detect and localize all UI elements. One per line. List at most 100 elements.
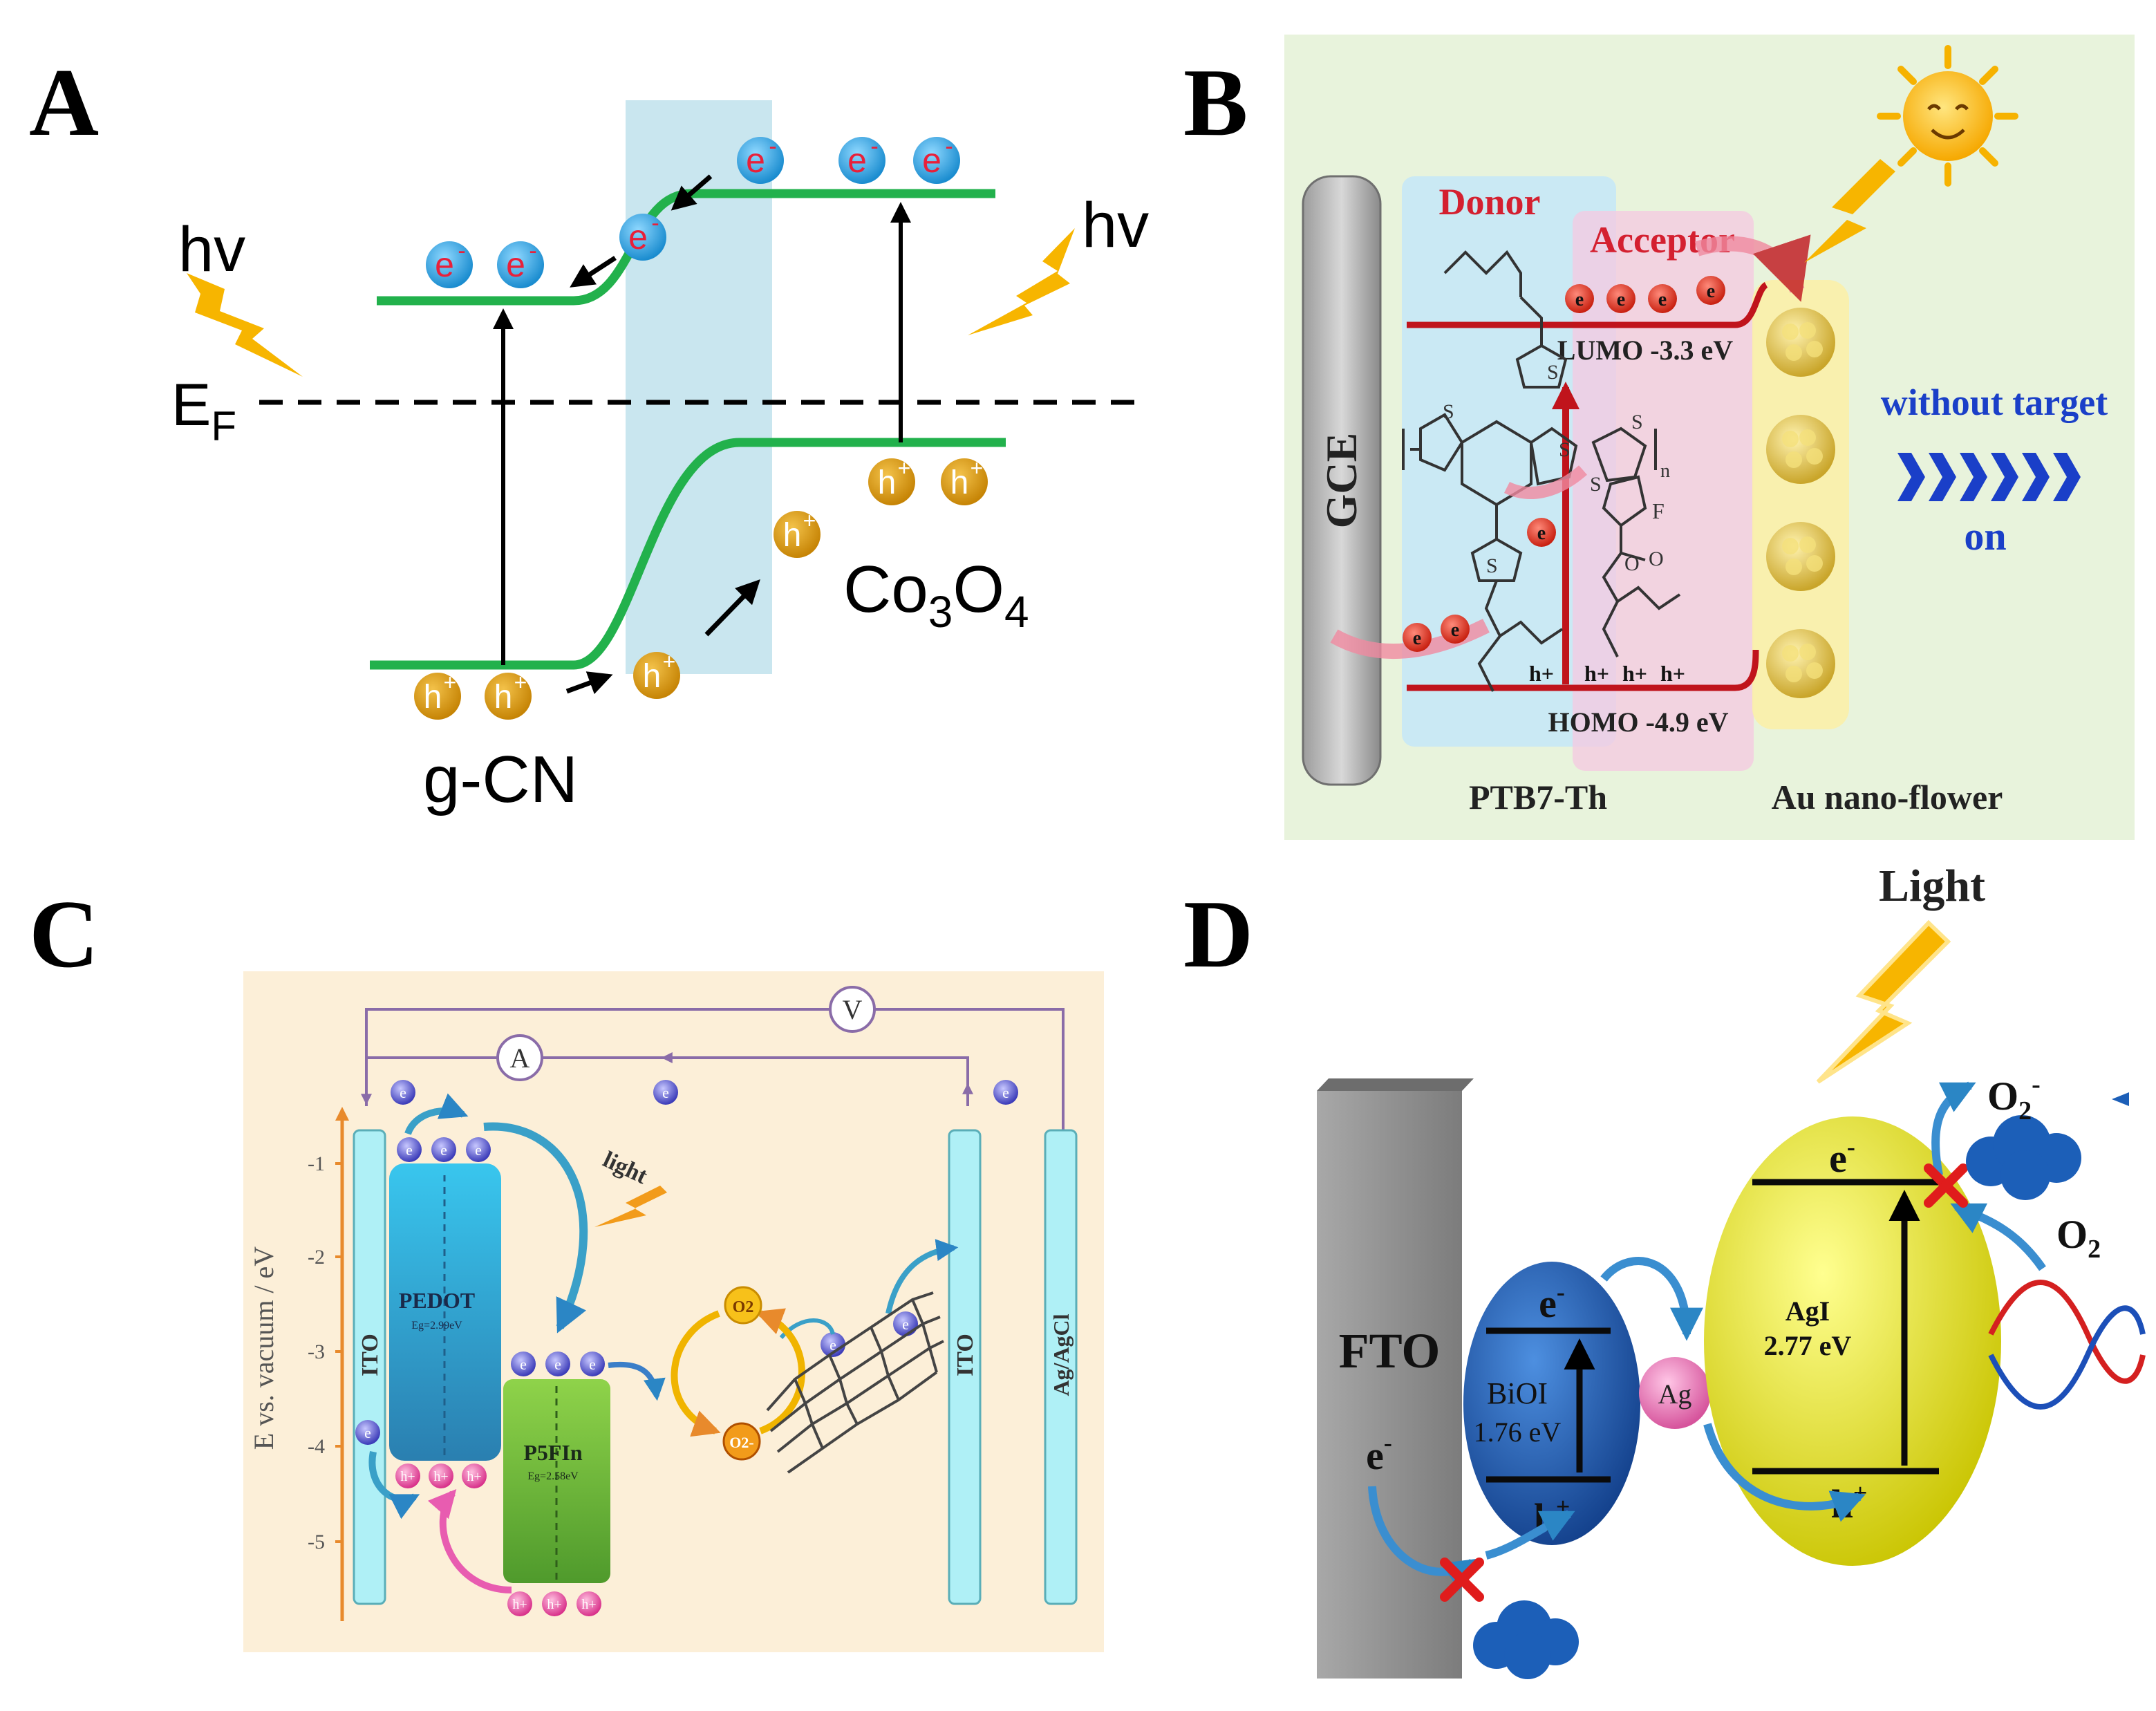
sulfur-atom-label: S <box>1486 554 1498 577</box>
superoxide-radical <box>722 1422 761 1461</box>
svg-text:+: + <box>663 649 676 674</box>
voltmeter-label: V <box>843 994 863 1025</box>
electron-particle: e - <box>497 238 544 288</box>
electron-label: e- <box>1366 1429 1392 1478</box>
bioi-gap-label: 1.76 eV <box>1474 1417 1562 1448</box>
chevron-arrows-icon <box>1897 453 2081 501</box>
ytick-label: -2 <box>308 1246 325 1269</box>
fto-label: FTO <box>1339 1323 1441 1378</box>
electron-transfer-arrow <box>483 1122 588 1334</box>
electron-particle: e <box>893 1311 918 1336</box>
p5fin-block <box>503 1379 610 1583</box>
lumo-label: LUMO -3.3 eV <box>1557 335 1734 366</box>
ammeter-label: A <box>510 1043 530 1074</box>
graphene-sheet <box>766 1291 944 1474</box>
svg-text:e: e <box>400 1084 406 1101</box>
agi-label: AgI <box>1785 1296 1830 1327</box>
hole-particle: h+ <box>462 1464 487 1488</box>
electron-to-au-arrow <box>1694 234 1811 302</box>
hole-to-ag-arrow <box>1703 1423 1866 1522</box>
oxygen-label: O2 <box>2056 1212 2101 1264</box>
ptb7-th-structure <box>1402 250 1681 692</box>
hole-particle: h+ <box>577 1591 601 1616</box>
electron-particle: e <box>1565 284 1594 313</box>
svg-text:e: e <box>589 1356 596 1373</box>
dna-strand <box>1988 1305 2146 1410</box>
sun-icon <box>1877 45 2018 187</box>
fto-top <box>1317 1078 1474 1091</box>
au-nanoflower <box>1766 629 1835 698</box>
lightning-bolt-icon <box>968 228 1075 335</box>
electron-particle: e <box>466 1137 491 1162</box>
reference-electrode <box>1044 1129 1078 1605</box>
svg-text:e: e <box>435 245 454 284</box>
svg-text:e: e <box>746 141 765 180</box>
svg-text:h+: h+ <box>400 1469 415 1484</box>
ag-nanoparticle <box>1639 1357 1711 1429</box>
hole-particle: h + <box>868 456 915 505</box>
au-nanoflower <box>1766 308 1835 377</box>
hole-particle: h+ <box>542 1591 567 1616</box>
ito-label-right: ITO <box>953 1334 978 1376</box>
panel-letter-d: D <box>1183 881 1253 988</box>
svg-text:h+: h+ <box>433 1469 448 1484</box>
ammeter <box>496 1034 543 1081</box>
svg-text:e: e <box>829 1336 836 1354</box>
svg-text:e: e <box>662 1084 669 1101</box>
panel-a: A EF e - e - e - <box>29 49 1149 816</box>
sulfur-atom-label: S <box>1559 438 1571 461</box>
hole-label: h+ <box>1529 661 1554 686</box>
svg-text:h: h <box>783 517 802 554</box>
lightning-bolt-icon <box>1804 159 1895 263</box>
fto-electrode <box>1317 1091 1462 1679</box>
svg-text:h: h <box>494 679 513 716</box>
svg-text:e: e <box>847 141 867 180</box>
hole-particle: h + <box>414 670 461 720</box>
electron-particle: e <box>993 1080 1018 1105</box>
svg-text:e: e <box>1002 1084 1009 1101</box>
electron-particle: e <box>545 1352 570 1376</box>
svg-text:h+: h+ <box>512 1597 527 1612</box>
svg-text:-: - <box>870 133 878 160</box>
superoxide-label: O2- <box>1987 1070 2041 1125</box>
electron-particle: e <box>653 1080 678 1105</box>
svg-text:e: e <box>1658 289 1667 310</box>
svg-text:e: e <box>406 1141 413 1159</box>
svg-text:-: - <box>458 238 465 264</box>
hole-particle: h + <box>485 670 532 720</box>
svg-text:e: e <box>520 1356 527 1373</box>
agi-gap-label: 2.77 eV <box>1764 1330 1852 1361</box>
voltmeter <box>829 986 876 1033</box>
arrow-head-icon <box>2112 1092 2129 1106</box>
repeat-unit-subscript: n <box>1660 460 1670 482</box>
svg-text:e: e <box>1707 281 1715 302</box>
electron-particle: e <box>821 1332 845 1357</box>
ytick-label: -5 <box>308 1531 325 1553</box>
energy-axis-label: E vs. vacuum / eV <box>248 1246 279 1450</box>
panel-c: C V A E vs. vacuum / eV -1 -2 -3 -4 -5 I <box>29 881 1104 1652</box>
svg-text:e: e <box>1575 289 1584 310</box>
electron-particle: e <box>580 1352 605 1376</box>
hole-transfer-arrow-2 <box>704 579 760 637</box>
svg-text:-: - <box>651 210 659 236</box>
bioi-electron-label: e- <box>1539 1278 1565 1326</box>
material-label-co3o4: Co3O4 <box>843 552 1029 637</box>
hv-label-right: hv <box>1082 190 1149 261</box>
hole-label: h+ <box>1584 661 1609 686</box>
homo-label: HOMO -4.9 eV <box>1548 707 1728 738</box>
svg-text:-: - <box>529 238 536 264</box>
panel-letter-c: C <box>29 881 99 988</box>
electron-particle: e - <box>838 133 885 184</box>
without-target-label: without target <box>1881 382 2108 423</box>
svg-text:h+: h+ <box>547 1597 561 1612</box>
electron-transfer-arrow-1 <box>570 256 617 288</box>
oxygen-molecule <box>724 1286 762 1325</box>
agi-electron-label: e- <box>1829 1133 1855 1181</box>
sulfur-atom-label: S <box>1547 361 1559 384</box>
electron-to-ag-arrow <box>1600 1257 1703 1341</box>
cloud-icon <box>1966 1115 2081 1200</box>
light-label: Light <box>1879 861 1985 911</box>
hole-particle: h+ <box>395 1464 420 1488</box>
lightning-bolt-icon <box>1816 919 1951 1084</box>
